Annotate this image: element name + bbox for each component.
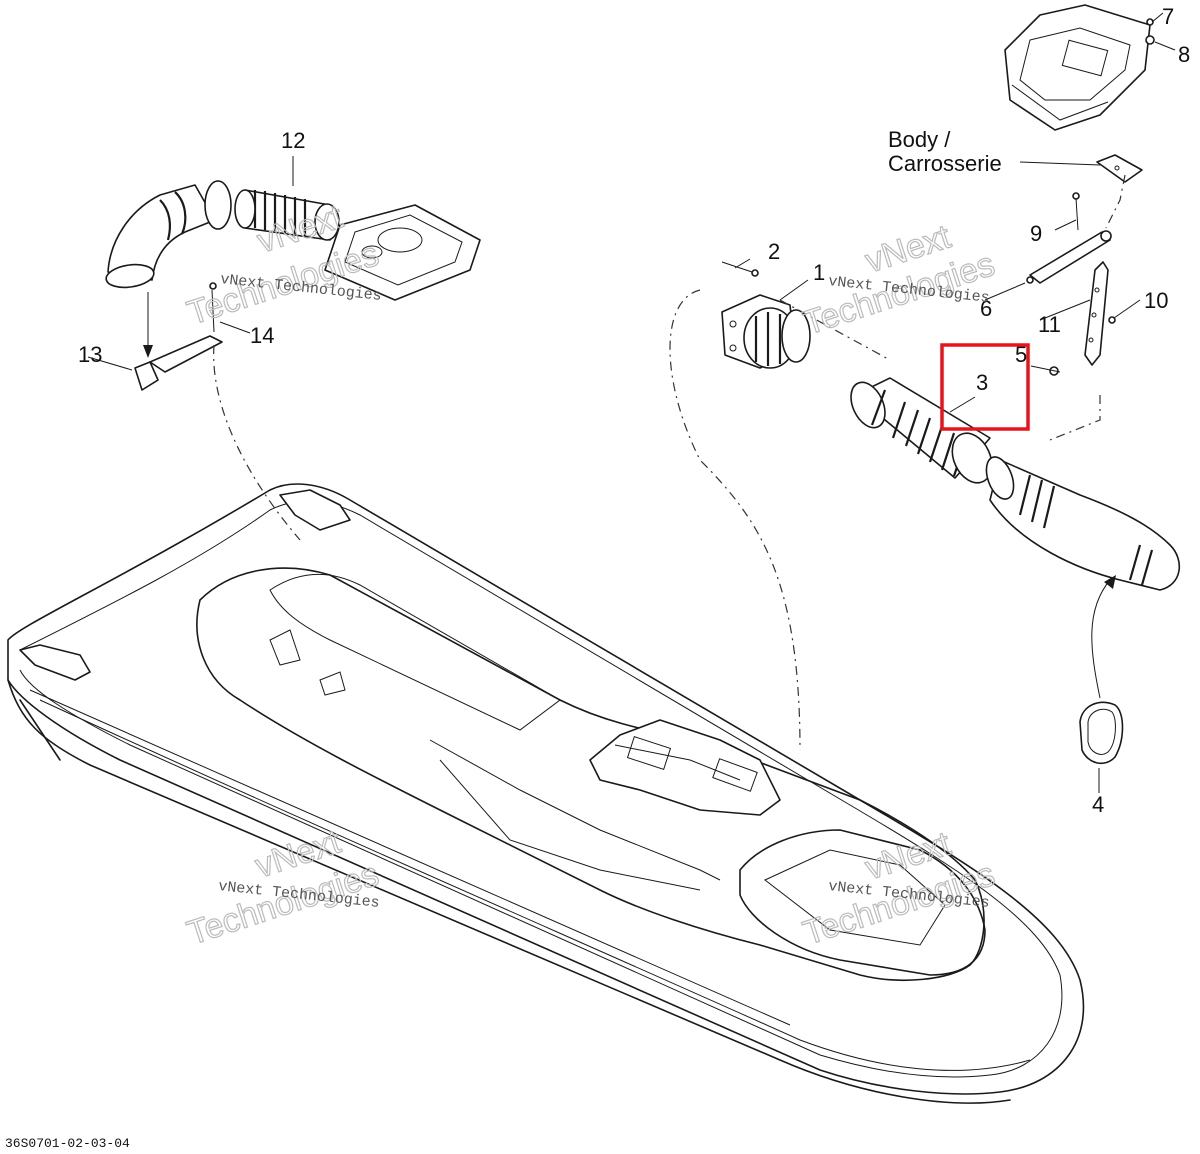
callout-14: 14 [250,323,274,348]
callout-9: 9 [1030,221,1042,246]
callout-2: 2 [768,239,780,264]
highlight-box-callout-3 [940,343,1030,431]
strap-11 [1049,261,1116,376]
body-label-line2: Carrosserie [888,151,1002,176]
intake-flange-1 [721,294,811,369]
reference-code: 36S0701-02-03-04 [5,1136,130,1151]
arrow-4 [1091,575,1116,699]
watermark-bottom-right: vNext Technologies vNext Technologies [798,824,1000,953]
watercraft-hull [7,483,1085,1104]
callout-11: 11 [1038,312,1061,337]
callout-8: 8 [1178,42,1190,67]
body-label-line1: Body / [888,127,951,152]
intake-hose-3 [850,377,993,484]
arm-bracket-9 [1026,192,1112,284]
air-intake-elbow-12 [105,180,481,391]
callout-5: 5 [1015,342,1027,367]
screw-2 [721,261,759,277]
callout-12: 12 [281,128,305,153]
callout-13: 13 [78,342,102,367]
support-bracket-top [1004,4,1155,131]
seal-ring-4 [1079,701,1124,765]
callout-10: 10 [1144,288,1168,313]
callout-7: 7 [1162,4,1174,29]
callout-6: 6 [980,296,992,321]
callout-4: 4 [1092,792,1104,817]
leader-lines [87,12,1176,793]
callout-3: 3 [976,370,988,395]
intake-duct [985,456,1181,591]
assembly-path-lines [213,174,1126,751]
watermark-top-right: vNext Technologies vNext Technologies [798,217,1000,343]
callout-1: 1 [813,260,825,285]
body-mount-plate [1096,154,1143,183]
arrow-13 [143,292,153,358]
